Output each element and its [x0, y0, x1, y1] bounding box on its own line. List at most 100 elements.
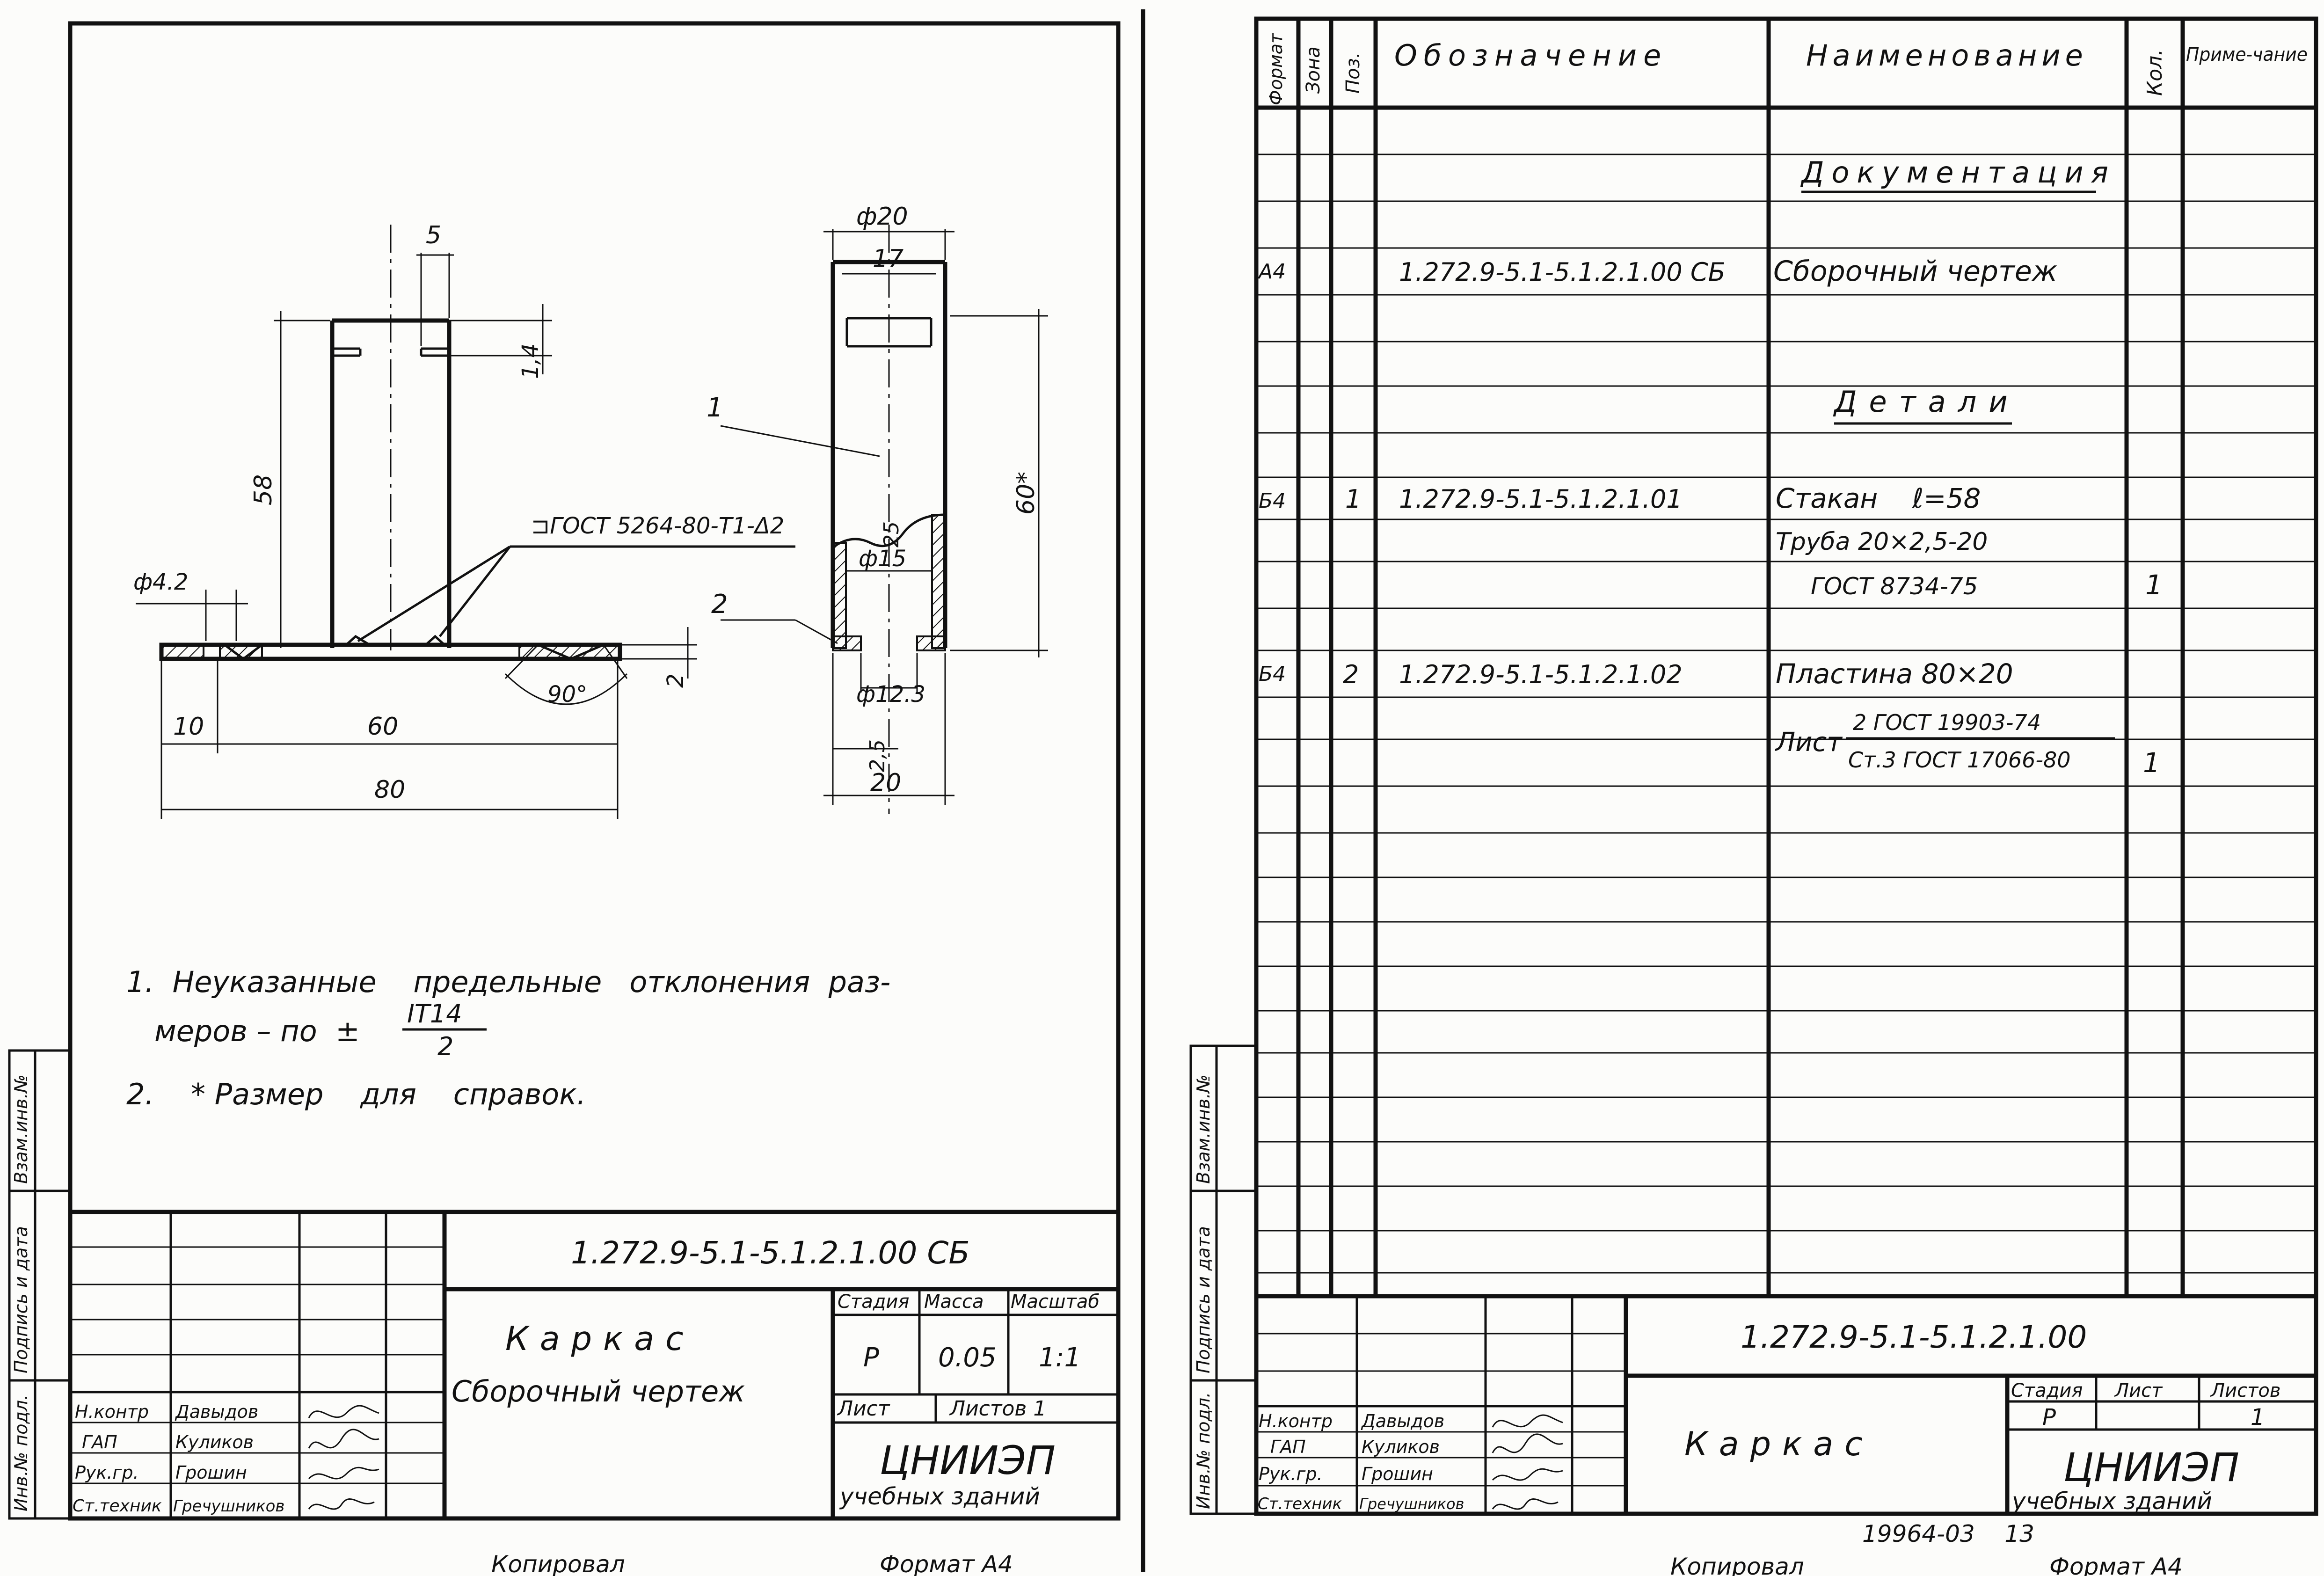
dim-f15: ф15 — [859, 546, 906, 572]
dim-80: 80 — [374, 776, 405, 804]
dim-20-bottom: 20 — [870, 769, 901, 797]
left-side-label-2: Подпись и дата — [11, 1226, 31, 1373]
left-side-label-1: Инв.№ подл. — [11, 1394, 31, 1511]
right-side-label-3: Взам.инв.№ — [1193, 1074, 1214, 1184]
header-zone: Зона — [1303, 46, 1324, 94]
left-org-1: ЦНИИЭП — [880, 1437, 1056, 1483]
note-1-line-2: меров – по ± — [154, 1014, 360, 1048]
left-role-4: Ст.техник — [73, 1496, 162, 1516]
dim-60: 60 — [367, 713, 398, 741]
right-name-4: Гречушников — [1359, 1495, 1464, 1513]
note-1-line-1: 1. Неуказанные предельные отклонения раз… — [126, 965, 890, 999]
row2-qty: 1 — [2145, 569, 2163, 601]
right-role-3: Рук.гр. — [1259, 1464, 1323, 1484]
left-name-3: Грошин — [175, 1462, 247, 1483]
note-1-frac-top: IT14 — [407, 999, 462, 1029]
note-1-frac-bottom: 2 — [437, 1032, 453, 1061]
left-org-2: учебных зданий — [839, 1483, 1040, 1510]
left-name-1: Давыдов — [175, 1401, 258, 1422]
left-stage: Р — [863, 1343, 879, 1373]
dim-58: 58 — [249, 474, 277, 505]
row3-name: Пластина 80×20 — [1776, 658, 2013, 690]
right-sheet-hdr: Лист — [2114, 1380, 2163, 1401]
left-footer-left: Копировал — [491, 1551, 625, 1576]
spec-table: Формат Зона Поз. Обозначение Наименовани… — [1256, 19, 2316, 1296]
right-role-4: Ст.техник — [1258, 1495, 1342, 1513]
right-signature-2 — [1492, 1433, 1563, 1453]
dim-2: 2 — [663, 673, 689, 688]
row2-name-2: Труба 20×2,5-20 — [1776, 528, 1988, 556]
row3-frac-bottom: Ст.3 ГОСТ 17066-80 — [1848, 747, 2071, 773]
callout-2: 2 — [711, 589, 728, 620]
left-title-1: Каркас — [505, 1320, 695, 1358]
left-title-block: Н.контр ГАП Рук.гр. Ст.техник Давыдов Ку… — [70, 1210, 1118, 1518]
dim-f4-2: ф4.2 — [133, 569, 188, 595]
side-view: ф20 17 60* 25 ф15 ф12.3 2,5 20 1 2 — [707, 203, 1048, 814]
header-format: Формат — [1266, 32, 1286, 105]
left-mass-hdr: Масса — [924, 1291, 984, 1313]
row2-name-3: ГОСТ 8734-75 — [1811, 573, 1978, 600]
left-signature-2 — [308, 1429, 379, 1449]
left-role-3: Рук.гр. — [75, 1462, 139, 1483]
left-title-2: Сборочный чертеж — [452, 1374, 745, 1408]
dim-60-star: 60* — [1012, 472, 1040, 515]
dim-25: 25 — [880, 521, 903, 547]
left-role-2: ГАП — [82, 1432, 117, 1452]
right-name-1: Давыдов — [1361, 1411, 1444, 1431]
header-designation: Обозначение — [1394, 38, 1668, 73]
left-role-1: Н.контр — [75, 1401, 149, 1422]
right-signature-1 — [1492, 1414, 1563, 1428]
left-sheet: Инв.№ подл. Подпись и дата Взам.инв.№ — [8, 9, 1145, 1576]
left-scale-hdr: Масштаб — [1011, 1291, 1100, 1313]
row3-qty: 1 — [2143, 747, 2160, 779]
row1-format: А4 — [1257, 260, 1286, 284]
right-role-1: Н.контр — [1259, 1411, 1333, 1431]
dim-2-5: 2,5 — [866, 739, 889, 772]
right-stage: Р — [2042, 1404, 2056, 1430]
weld-designation: ⊐ГОСТ 5264-80-Т1-Δ2 — [531, 513, 784, 539]
right-side-label-2: Подпись и дата — [1193, 1226, 1214, 1373]
dim-1-4: 1,4 — [517, 343, 544, 379]
note-2: 2. * Размер для справок. — [126, 1077, 586, 1111]
row2-pos: 1 — [1345, 484, 1361, 514]
row3-format: Б4 — [1259, 662, 1286, 686]
right-title: Каркас — [1684, 1425, 1874, 1463]
right-org-1: ЦНИИЭП — [2063, 1445, 2239, 1490]
left-name-2: Куликов — [175, 1432, 254, 1452]
right-sheet: Инв.№ подл. Подпись и дата Взам.инв.№ — [1189, 16, 2318, 1576]
left-scale: 1:1 — [1039, 1343, 1081, 1373]
dim-10: 10 — [173, 713, 204, 741]
right-footer-right: Формат А4 — [2049, 1553, 2183, 1576]
right-signature-3 — [1492, 1468, 1563, 1481]
archive-stamp: 19964-03 13 — [1862, 1520, 2034, 1547]
left-footer-right: Формат А4 — [880, 1551, 1013, 1576]
row1-designation: 1.272.9-5.1-5.1.2.1.00 СБ — [1399, 257, 1726, 287]
notes: 1. Неуказанные предельные отклонения раз… — [126, 965, 890, 1111]
row3-pos: 2 — [1343, 660, 1359, 689]
section-details: Детали — [1833, 385, 2020, 419]
left-side-label-3: Взам.инв.№ — [11, 1074, 31, 1184]
dim-f20-top: ф20 — [856, 203, 908, 231]
right-role-2: ГАП — [1270, 1437, 1306, 1457]
left-sheet: Лист — [837, 1397, 890, 1421]
dim-90: 90° — [547, 681, 587, 708]
left-signature-4 — [308, 1498, 375, 1510]
row2-format: Б4 — [1259, 489, 1286, 513]
header-pos: Поз. — [1342, 52, 1364, 94]
right-name-3: Грошин — [1362, 1464, 1433, 1484]
right-title-block: Н.контр ГАП Рук.гр. Ст.техник Давыдов Ку… — [1256, 1294, 2316, 1515]
right-designation: 1.272.9-5.1-5.1.2.1.00 — [1741, 1319, 2087, 1355]
right-sheets-hdr: Листов — [2210, 1380, 2280, 1401]
dim-17: 17 — [873, 245, 903, 273]
row1-name: Сборочный чертеж — [1773, 255, 2057, 288]
front-view: ⊐ГОСТ 5264-80-Т1-Δ2 5 1,4 58 ф4.2 — [133, 221, 795, 819]
dim-f12-3: ф12.3 — [856, 681, 925, 708]
left-frame — [68, 21, 1121, 1521]
row3-list: Лист — [1775, 727, 1843, 758]
left-sheets: Листов 1 — [949, 1397, 1046, 1421]
dim-5: 5 — [426, 221, 441, 249]
right-stage-hdr: Стадия — [2011, 1380, 2083, 1401]
left-name-4: Гречушников — [173, 1497, 284, 1516]
left-mass: 0.05 — [938, 1343, 997, 1373]
